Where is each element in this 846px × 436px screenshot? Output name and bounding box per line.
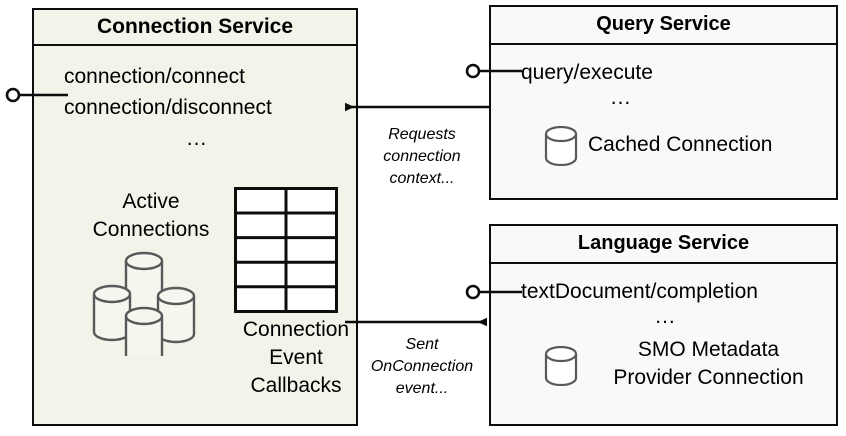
connection-event-callbacks-label: Connection Event Callbacks (224, 316, 368, 400)
query-service-resource-label: Cached Connection (588, 133, 773, 156)
language-service-resource-label-line2: Provider Connection (613, 366, 804, 389)
connection-service-ellipsis: ... (186, 127, 208, 150)
query-service-title: Query Service (491, 7, 836, 45)
connection-service-operation-0: connection/connect (64, 65, 245, 88)
language-service-ellipsis: ... (655, 305, 676, 328)
connector-label-line1: Sent (405, 336, 439, 353)
connector-label-line3: context... (389, 170, 455, 187)
table-grid-icon (234, 187, 338, 313)
connector-label-line2: OnConnection (370, 358, 474, 375)
active-connections-label: Active Connections (76, 188, 226, 244)
connector-label-query-to-connection: Requests connection context... (358, 124, 486, 190)
connector-label-line2: connection (383, 148, 461, 165)
component-language-service[interactable]: Language Service textDocument/completion… (489, 224, 838, 426)
active-connections-label-line1: Active (122, 190, 180, 213)
language-service-operation-0: textDocument/completion (521, 280, 758, 303)
callbacks-label-line2: Event (269, 346, 323, 369)
connection-service-title: Connection Service (34, 10, 356, 46)
component-connection-service[interactable]: Connection Service connection/connect co… (32, 8, 358, 426)
component-query-service[interactable]: Query Service query/execute ... Cached C… (489, 5, 838, 200)
language-service-resource-label-line1: SMO Metadata (637, 338, 780, 361)
database-cylinder-icon (544, 345, 578, 387)
language-service-title: Language Service (491, 226, 836, 264)
connection-service-operation-1: connection/disconnect (64, 96, 272, 119)
database-cylinder-icon (544, 125, 578, 167)
connector-label-line1: Requests (388, 126, 456, 143)
database-cluster-icon (86, 248, 214, 366)
callbacks-label-line1: Connection (242, 318, 350, 341)
query-service-ellipsis: ... (610, 86, 632, 109)
connector-label-line3: event... (395, 380, 449, 397)
active-connections-label-line2: Connections (92, 218, 210, 241)
language-service-resource-label: SMO Metadata Provider Connection (586, 336, 831, 392)
query-service-operation-0: query/execute (521, 61, 653, 84)
connector-label-connection-to-language: Sent OnConnection event... (358, 334, 486, 400)
callbacks-label-line3: Callbacks (250, 374, 342, 397)
